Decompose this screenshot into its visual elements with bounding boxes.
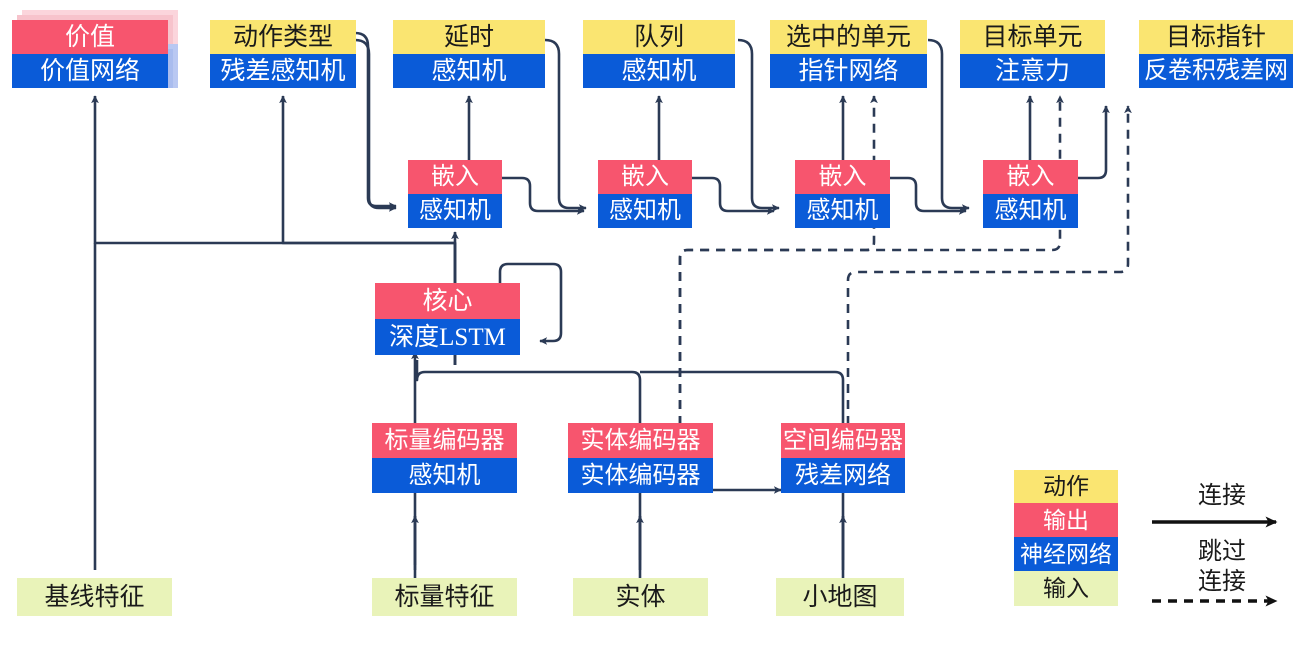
node-selected-units-network: 指针网络 — [770, 54, 927, 88]
node-value-network: 价值网络 — [12, 54, 168, 88]
node-queued-action: 队列 — [583, 20, 735, 54]
node-core[interactable]: 核心 深度LSTM — [375, 283, 520, 355]
node-core-network: 深度LSTM — [375, 319, 520, 355]
legend-swatch-output: 输出 — [1014, 503, 1118, 537]
node-target-unit-network: 注意力 — [960, 54, 1105, 88]
node-embed-1-output: 嵌入 — [408, 160, 502, 194]
node-input-entities[interactable]: 实体 — [573, 578, 708, 616]
node-queued[interactable]: 队列 感知机 — [583, 20, 735, 88]
legend-skip-label-line2: 连接 — [1198, 569, 1246, 595]
node-target-point[interactable]: 目标指针 反卷积残差网 — [1139, 20, 1293, 88]
node-embed-2[interactable]: 嵌入 感知机 — [598, 160, 692, 228]
node-target-point-action: 目标指针 — [1139, 20, 1293, 54]
legend-connection-label: 连接 — [1198, 483, 1246, 509]
legend-swatch-action: 动作 — [1014, 470, 1118, 503]
node-embed-4[interactable]: 嵌入 感知机 — [983, 160, 1078, 228]
legend-swatches: 动作 输出 神经网络 输入 — [1014, 470, 1118, 606]
node-entity-encoder-output: 实体编码器 — [568, 423, 713, 458]
node-scalar-encoder-output: 标量编码器 — [372, 423, 517, 458]
node-input-scalar-features[interactable]: 标量特征 — [372, 578, 517, 616]
node-embed-1[interactable]: 嵌入 感知机 — [408, 160, 502, 228]
node-embed-3-network: 感知机 — [795, 194, 890, 228]
node-embed-2-network: 感知机 — [598, 194, 692, 228]
legend-swatch-network: 神经网络 — [1014, 537, 1118, 571]
node-spatial-encoder-output: 空间编码器 — [781, 423, 905, 458]
action-to-embed-connections — [354, 38, 970, 212]
node-queued-network: 感知机 — [583, 54, 735, 88]
node-core-output: 核心 — [375, 283, 520, 319]
node-selected-units[interactable]: 选中的单元 指针网络 — [770, 20, 927, 88]
node-action-type-action: 动作类型 — [210, 20, 356, 54]
node-spatial-encoder[interactable]: 空间编码器 残差网络 — [781, 423, 905, 493]
legend-skip-label-line1: 跳过 — [1198, 539, 1246, 565]
node-embed-4-output: 嵌入 — [983, 160, 1078, 194]
node-value[interactable]: 价值 价值网络 — [12, 10, 178, 88]
solid-connections — [91, 31, 1110, 580]
skip-connections — [678, 95, 1132, 425]
node-embed-2-output: 嵌入 — [598, 160, 692, 194]
node-input-baseline-features[interactable]: 基线特征 — [17, 578, 172, 616]
node-value-output: 价值 — [12, 20, 168, 54]
node-entity-encoder-network: 实体编码器 — [568, 458, 713, 493]
node-target-unit-action: 目标单元 — [960, 20, 1105, 54]
node-delay[interactable]: 延时 感知机 — [393, 20, 545, 88]
node-target-unit[interactable]: 目标单元 注意力 — [960, 20, 1105, 88]
node-scalar-encoder-network: 感知机 — [372, 458, 517, 493]
node-input-minimap[interactable]: 小地图 — [776, 578, 904, 616]
legend-swatch-input: 输入 — [1014, 571, 1118, 606]
node-embed-3[interactable]: 嵌入 感知机 — [795, 160, 890, 228]
node-action-type-network: 残差感知机 — [210, 54, 356, 88]
node-action-type[interactable]: 动作类型 残差感知机 — [210, 20, 356, 88]
node-embed-3-output: 嵌入 — [795, 160, 890, 194]
node-delay-action: 延时 — [393, 20, 545, 54]
node-selected-units-action: 选中的单元 — [770, 20, 927, 54]
node-embed-4-network: 感知机 — [983, 194, 1078, 228]
node-scalar-encoder[interactable]: 标量编码器 感知机 — [372, 423, 517, 493]
node-spatial-encoder-network: 残差网络 — [781, 458, 905, 493]
node-delay-network: 感知机 — [393, 54, 545, 88]
node-target-point-network: 反卷积残差网 — [1139, 54, 1293, 88]
node-entity-encoder[interactable]: 实体编码器 实体编码器 — [568, 423, 713, 493]
node-embed-1-network: 感知机 — [408, 194, 502, 228]
